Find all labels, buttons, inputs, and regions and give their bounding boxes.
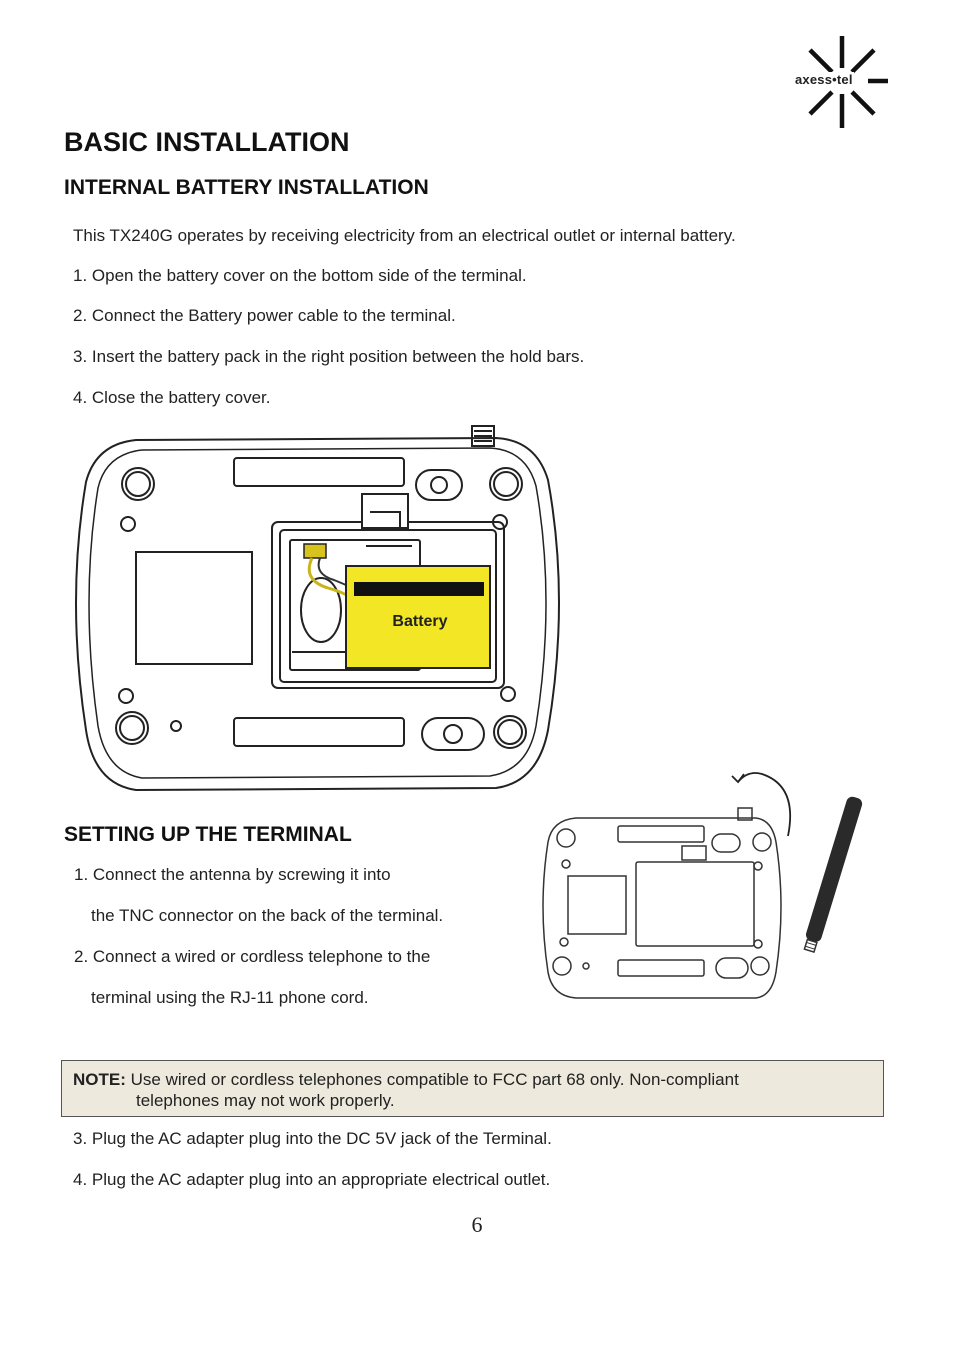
terminal-section-heading: SETTING UP THE TERMINAL — [64, 823, 352, 846]
terminal-step-1-line-1: 1. Connect the antenna by screwing it in… — [74, 865, 391, 884]
note-text-1: Use wired or cordless telephones compati… — [130, 1070, 739, 1089]
terminal-bottom-battery-figure: Battery — [75, 425, 560, 792]
note-line-2: telephones may not work properly. — [136, 1091, 395, 1110]
terminal-step-2-line-1: 2. Connect a wired or cordless telephone… — [74, 947, 431, 966]
terminal-antenna-figure — [542, 772, 863, 999]
battery-figure-label: Battery — [392, 613, 447, 630]
battery-step-2: 2. Connect the Battery power cable to th… — [73, 306, 456, 325]
terminal-step-3: 3. Plug the AC adapter plug into the DC … — [73, 1129, 552, 1148]
axesstel-burst-icon — [808, 36, 888, 128]
terminal-step-1-line-2: the TNC connector on the back of the ter… — [91, 906, 444, 925]
battery-intro: This TX240G operates by receiving electr… — [73, 226, 736, 245]
battery-installation-illustration: Battery — [66, 420, 570, 796]
note-line-1: NOTE: Use wired or cordless telephones c… — [73, 1070, 739, 1090]
antenna-installation-illustration — [536, 766, 866, 1002]
terminal-step-4: 4. Plug the AC adapter plug into an appr… — [73, 1170, 551, 1189]
terminal-step-2-line-2: terminal using the RJ-11 phone cord. — [91, 988, 369, 1007]
battery-section-heading: INTERNAL BATTERY INSTALLATION — [64, 176, 429, 199]
antenna — [803, 796, 863, 953]
battery-step-4: 4. Close the battery cover. — [73, 388, 271, 407]
note-box: NOTE: Use wired or cordless telephones c… — [61, 1060, 884, 1117]
axesstel-logo: axess•tel — [786, 34, 890, 130]
note-label: NOTE: — [73, 1070, 126, 1089]
battery-step-3: 3. Insert the battery pack in the right … — [73, 347, 585, 366]
page-number: 6 — [471, 1212, 483, 1237]
page-title: BASIC INSTALLATION — [64, 127, 350, 157]
logo-wordmark: axess•tel — [794, 72, 854, 87]
battery-step-1: 1. Open the battery cover on the bottom … — [73, 266, 527, 285]
